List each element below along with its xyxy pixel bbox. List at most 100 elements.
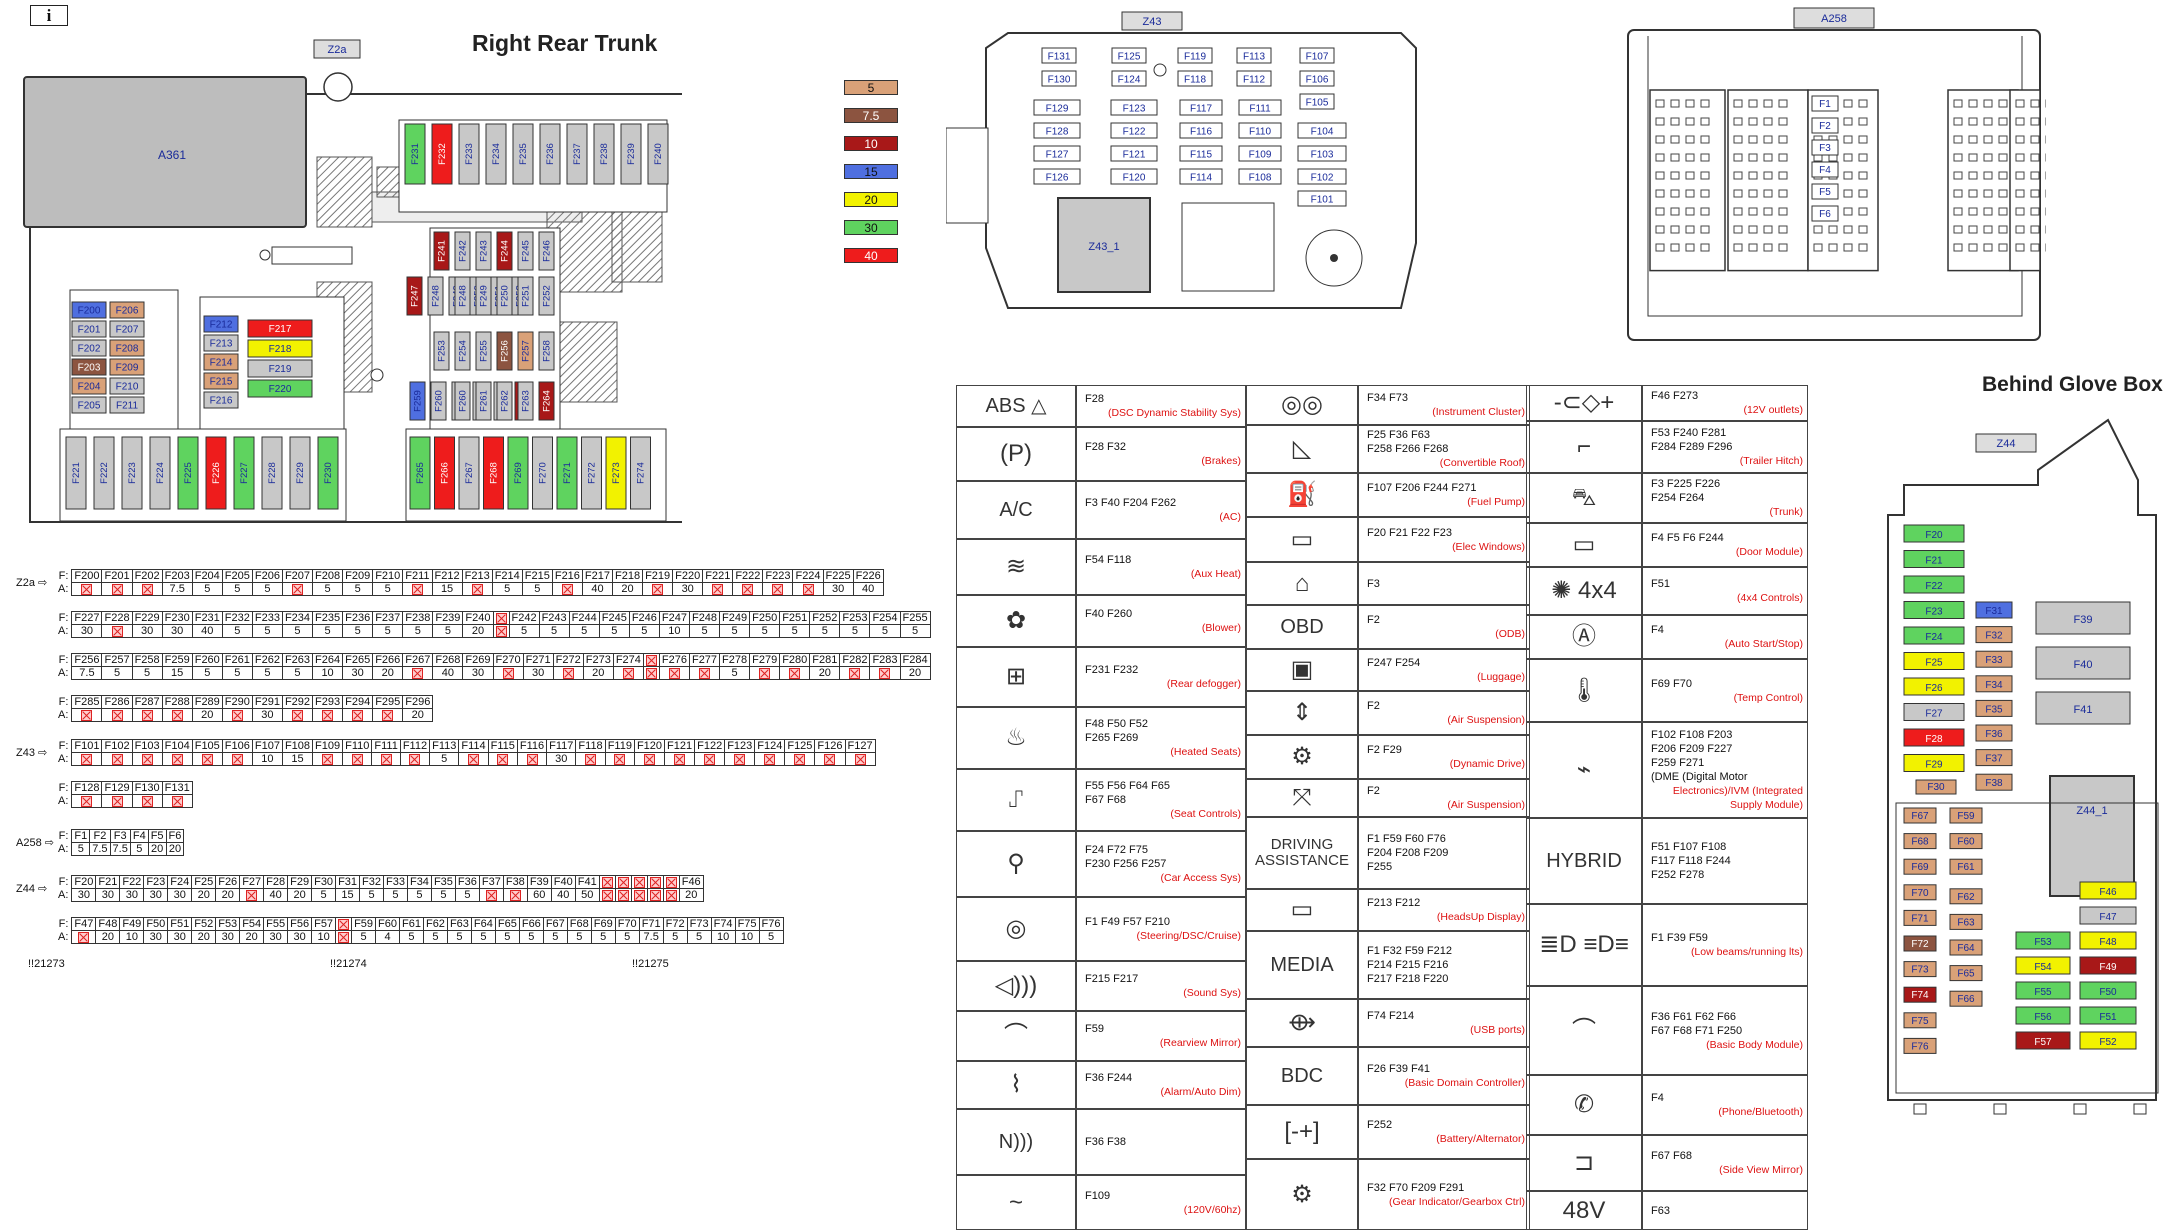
table-cell (478, 888, 504, 902)
pin (1700, 189, 1710, 198)
fuse-f239 (620, 123, 642, 185)
pin (1858, 189, 1868, 198)
fuse-label: F231 (410, 143, 421, 165)
empty-slot-icon (854, 753, 866, 765)
function-description: (Door Module) (1735, 546, 1803, 558)
table-cell: F230 (161, 611, 193, 625)
function-row: ♨ (956, 707, 1076, 769)
table-cell (688, 666, 721, 680)
fuse-f30 (1915, 779, 1957, 795)
table-cell: F75 (734, 917, 760, 931)
pin (1843, 99, 1853, 108)
table-cell: F285 (71, 695, 103, 709)
empty-slot-icon (141, 583, 153, 595)
fuse-list: F4 F5 F6 F244(Door Module) (1651, 532, 1803, 558)
mount-tab (2133, 1103, 2147, 1115)
function-fuses: F3 F225 F226 F254 F264(Trunk) (1642, 473, 1808, 523)
table-cell: 5 (281, 624, 314, 638)
function-row: ⌇ (956, 1061, 1076, 1109)
table-cell: 30 (167, 930, 193, 944)
fuse-label: F251 (521, 285, 532, 307)
fuse-label: F210 (116, 382, 139, 393)
table-cell: F260 (191, 653, 223, 667)
function-icon: ▭ (1290, 896, 1314, 924)
table-cell: 5 (686, 930, 712, 944)
table-cell (630, 888, 648, 902)
fuse-f263 (517, 381, 534, 421)
empty-slot-icon (412, 667, 424, 679)
info-icon[interactable]: i (30, 5, 68, 26)
table-cell: F126 (814, 739, 846, 753)
connector (271, 246, 353, 265)
empty-slot-icon (674, 753, 686, 765)
fuse-label: F271 (562, 462, 573, 484)
table-cell: F107 (251, 739, 283, 753)
fuse-label: F24 (1925, 632, 1943, 643)
empty-slot-icon (764, 753, 776, 765)
table-cell: 20 (462, 624, 494, 638)
table-cell: 30 (822, 582, 854, 596)
pin (1655, 207, 1665, 216)
function-fuses: F1 F49 F57 F210(Steering/DSC/Cruise) (1076, 897, 1246, 961)
table-cell: 20 (809, 666, 841, 680)
pin (2015, 99, 2025, 108)
fuse-f226 (205, 436, 227, 510)
empty-slot-icon (291, 583, 303, 595)
table-cell: 20 (372, 666, 404, 680)
table-cell: A: (58, 931, 69, 943)
table-cell (630, 875, 648, 889)
fuse-list: F36 F38 (1085, 1136, 1126, 1148)
table-cell: F38 (502, 875, 528, 889)
table-cell (402, 582, 433, 596)
pin (1748, 189, 1758, 198)
table-cell: 5 (508, 624, 540, 638)
table-cell: 5 (429, 752, 460, 766)
pin (2030, 117, 2040, 126)
fuse-f63 (1949, 913, 1983, 930)
fuse-list: F102 F108 F203 F206 F209 F227 F259 F271 … (1651, 729, 1803, 811)
fuse-f118 (1177, 70, 1213, 87)
table-cell: 30 (119, 888, 145, 902)
fuse-label: F21 (1925, 556, 1943, 567)
fuse-label: F252 (542, 285, 553, 307)
fuse-f24 (1903, 626, 1965, 645)
fuse-label: F243 (479, 240, 490, 262)
function-row: ABS △ (956, 385, 1076, 427)
fuse-label: F248 (458, 285, 469, 307)
table-cell: F283 (869, 653, 901, 667)
mount-hole (370, 368, 384, 382)
table-cell: 7.5 (109, 842, 131, 856)
table-cell (784, 752, 816, 766)
table-cell: 5 (430, 888, 456, 902)
function-row: ⊐ (1526, 1135, 1642, 1191)
table-cell: F112 (399, 739, 431, 753)
table-cell: F281 (809, 653, 841, 667)
table-cell: F272 (552, 653, 584, 667)
hatched-area (611, 211, 663, 283)
fuse-label: F250 (500, 285, 511, 307)
relay-z43-1 (1057, 197, 1151, 293)
fuse-label: F126 (1046, 173, 1069, 184)
legend-swatch: 10 (844, 136, 898, 151)
table-cell: F287 (131, 695, 163, 709)
empty-slot-icon (471, 583, 483, 595)
table-cell: F125 (784, 739, 816, 753)
table-cell: F122 (694, 739, 726, 753)
table-cell (71, 752, 103, 766)
pin (1670, 153, 1680, 162)
fuse-label: F242 (458, 240, 469, 262)
table-cell: 5 (749, 624, 781, 638)
fuse-label: F25 (1925, 658, 1943, 669)
fuse-label: F120 (1123, 173, 1146, 184)
a258-tag (1793, 7, 1875, 29)
function-icon: ✺ 4x4 (1551, 577, 1617, 605)
function-row: ✿ (956, 595, 1076, 647)
function-description: (Rearview Mirror) (1159, 1037, 1241, 1049)
fuse-f270 (532, 436, 553, 510)
fuse-list: F63 (1651, 1204, 1670, 1217)
table-cell: F284 (899, 653, 931, 667)
pin (1655, 99, 1665, 108)
